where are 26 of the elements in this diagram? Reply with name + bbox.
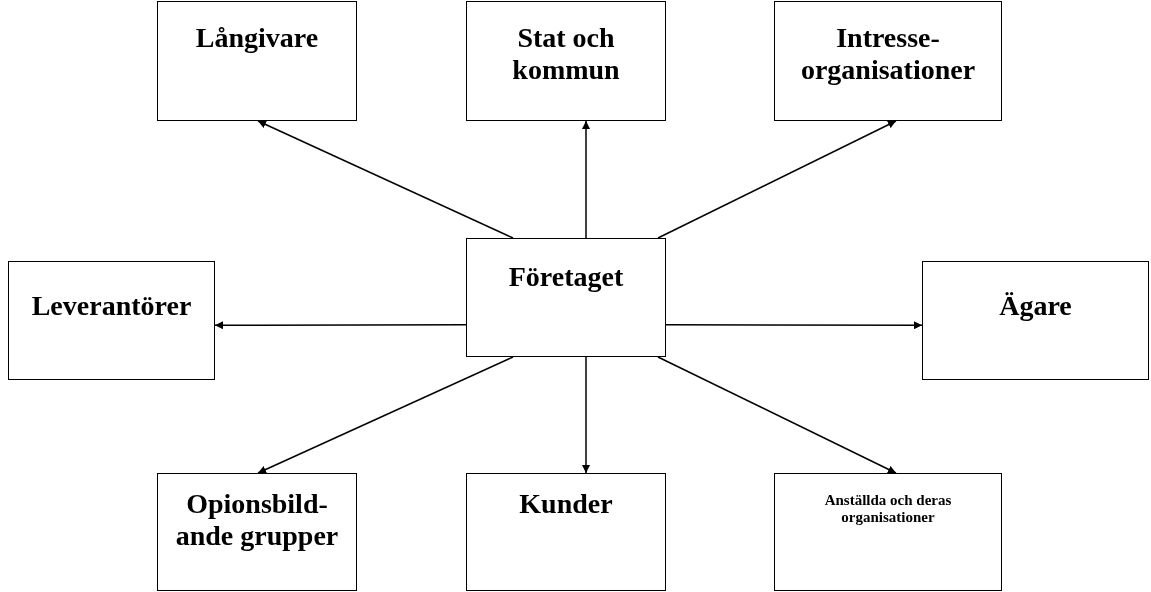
arrow bbox=[657, 120, 897, 239]
arrow bbox=[257, 356, 514, 474]
arrow bbox=[214, 321, 467, 330]
stakeholder-box bbox=[157, 473, 357, 591]
box-label: Ägare bbox=[998, 290, 1073, 323]
stakeholder-box bbox=[466, 238, 666, 357]
box-label: Anställda och deras organisationer bbox=[823, 492, 953, 527]
stakeholder-box bbox=[922, 261, 1149, 380]
box-label: Långivare bbox=[194, 22, 320, 55]
stakeholder-box bbox=[8, 261, 215, 380]
box-label: Intresse-organisationer bbox=[799, 22, 977, 87]
stakeholder-box bbox=[774, 1, 1002, 121]
box-label: Stat och kommun bbox=[511, 22, 621, 87]
stakeholder-box bbox=[466, 1, 666, 121]
arrow bbox=[665, 321, 923, 330]
arrow bbox=[657, 356, 897, 474]
box-label: Företaget bbox=[507, 261, 625, 294]
box-label: Kunder bbox=[518, 488, 614, 521]
box-label: Leverantörer bbox=[30, 290, 193, 323]
arrow bbox=[582, 120, 590, 239]
arrow bbox=[582, 356, 590, 474]
box-label: Opionsbild-ande grupper bbox=[174, 488, 340, 553]
stakeholder-box bbox=[774, 473, 1002, 591]
arrow bbox=[257, 120, 514, 239]
stakeholder-box bbox=[466, 473, 666, 591]
stakeholder-box bbox=[157, 1, 357, 121]
